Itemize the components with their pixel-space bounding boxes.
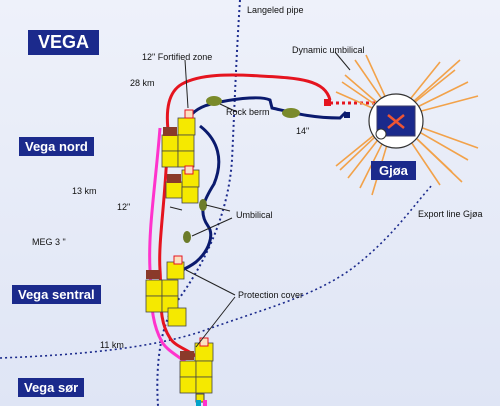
meg-label: MEG 3 " (32, 237, 66, 247)
vega-sentral-templates (145, 261, 187, 327)
gjoa-cross-2 (387, 114, 405, 129)
template-cap-1 (163, 127, 177, 136)
riser-base-2 (196, 400, 201, 406)
vega-sentral-label: Vega sentral (12, 285, 101, 304)
protection-cover-label: Protection cover (238, 290, 304, 300)
distance-13km-label: 13 km (72, 186, 97, 196)
umbilical-line (177, 96, 348, 274)
rock-berm-4 (183, 231, 191, 243)
umbilical-label: Umbilical (236, 210, 273, 220)
riser-base-3 (203, 400, 207, 406)
vega-nord-label: Vega nord (19, 137, 94, 156)
template-cap-3 (146, 270, 160, 279)
vega-sor-templates (179, 342, 214, 394)
dynamic-umbilical-label: Dynamic umbilical (292, 45, 365, 55)
riser-end-marker (324, 99, 331, 106)
vega-title: VEGA (28, 30, 100, 55)
template-cap-2 (167, 174, 181, 183)
rock-berm-label: Rock berm (226, 107, 270, 117)
langeled-label: Langeled pipe (247, 5, 304, 15)
fortified-marker-3 (173, 255, 183, 265)
fortified-zone-label: 12" Fortified zone (142, 52, 213, 62)
leader-lines (169, 51, 351, 348)
gjoa-helideck (375, 128, 387, 140)
export-line (0, 184, 433, 359)
diameter-14in-label: 14" (296, 126, 310, 136)
template-cap-4 (180, 351, 194, 360)
fortified-marker-1 (184, 109, 194, 119)
gjoa-label: Gjøa (371, 161, 416, 180)
distance-11km-label: 11 km (100, 340, 124, 350)
umbilical-end-marker (344, 112, 350, 118)
distance-28km-label: 28 km (130, 78, 155, 88)
rock-berm-2 (282, 108, 300, 118)
rock-berm-1 (206, 96, 222, 106)
rock-berm-3 (199, 199, 207, 211)
fortified-marker-2 (184, 165, 194, 175)
fortified-marker-4 (199, 337, 209, 347)
vega-sor-label: Vega sør (18, 378, 85, 397)
export-line-label: Export line Gjøa (418, 209, 483, 219)
diameter-12in-label: 12" (117, 202, 131, 212)
